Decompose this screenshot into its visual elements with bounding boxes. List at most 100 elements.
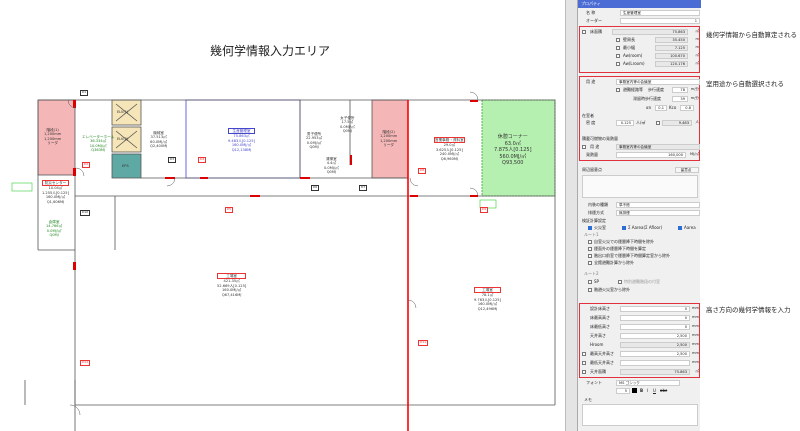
fuel-use-select[interactable]: 事務室内等の会議室 <box>616 143 700 150</box>
aarea-checkbox[interactable] <box>678 225 682 230</box>
underline-button[interactable]: U <box>653 388 656 393</box>
route1-checkbox[interactable] <box>588 239 592 244</box>
fire-room-checkbox[interactable] <box>588 225 592 230</box>
heat-input[interactable]: 160,000 <box>616 151 686 158</box>
unit: ㎡ <box>695 61 699 65</box>
height-input[interactable]: 2,500 <box>620 341 690 348</box>
stair-annex-checkbox[interactable] <box>618 279 622 284</box>
min-width-label: 最小幅 <box>623 45 635 50</box>
height-checkbox[interactable] <box>582 351 586 356</box>
walk-speed-input[interactable]: 78 <box>672 86 688 93</box>
door-tag[interactable]: D4 <box>198 157 207 163</box>
name-input[interactable]: 生産管理室 <box>620 9 700 16</box>
order-input[interactable]: 1 <box>620 17 700 24</box>
sp-checkbox[interactable] <box>588 279 592 284</box>
height-input[interactable]: 2,500 <box>620 332 690 339</box>
font-select[interactable]: MS ゴシック <box>616 379 680 386</box>
height-input[interactable]: 0 <box>620 323 690 330</box>
kco-select[interactable]: 0.8 <box>680 104 694 111</box>
door-tag[interactable]: D7 <box>359 185 368 191</box>
floor-area-value: 75.863 <box>612 28 688 35</box>
evac-route-checkbox[interactable] <box>616 87 620 92</box>
room-label-elv2[interactable]: ELV(2) <box>117 137 129 141</box>
order-label: オーダー <box>586 18 602 23</box>
notes-textarea[interactable] <box>582 175 698 198</box>
route1-checkbox[interactable] <box>588 246 592 251</box>
unit: m <box>695 45 699 49</box>
fuel-use-checkbox[interactable] <box>582 144 586 149</box>
people-checkbox[interactable] <box>656 120 660 125</box>
stay-walk-label: 滞留時歩行速度 <box>633 96 661 101</box>
perimeter-checkbox[interactable] <box>616 37 620 42</box>
room-label-elv1[interactable]: ELV(1) <box>117 110 129 114</box>
room-label-eps[interactable]: EPS <box>122 164 129 168</box>
route1-checkbox[interactable] <box>588 253 592 258</box>
door-tag[interactable]: D10 <box>80 210 91 216</box>
notes-button[interactable]: 留意点 <box>675 166 699 173</box>
door-tag[interactable]: D9 <box>480 207 489 213</box>
bold-button[interactable]: B <box>640 388 644 393</box>
height-input[interactable]: 2,500 <box>620 350 690 357</box>
door-tag[interactable]: D2 <box>82 162 91 168</box>
door-tag[interactable]: D6 <box>311 185 320 191</box>
height-input[interactable]: 0 <box>620 305 690 312</box>
density-input[interactable]: 0.125 <box>616 119 634 126</box>
door-tag[interactable]: D1 <box>80 90 89 96</box>
height-input[interactable]: 0 <box>620 314 690 321</box>
geometry-highlight <box>579 26 700 73</box>
memo-textarea[interactable] <box>582 404 698 426</box>
door-tag[interactable]: D3 <box>168 157 177 163</box>
height-label: 床最低高さ <box>590 324 610 329</box>
smoke-select[interactable]: 無排煙 <box>616 209 700 216</box>
unit: mm <box>691 333 699 337</box>
door-tag[interactable]: D12 <box>80 360 91 366</box>
sum-aarea-checkbox[interactable] <box>622 225 626 230</box>
an-input[interactable]: 0.1 <box>655 104 667 111</box>
route1-checkbox[interactable] <box>588 260 592 265</box>
route1-item: 全館避難計算から除外 <box>594 260 634 265</box>
font-color-swatch[interactable] <box>632 388 637 393</box>
calc-label: 検証計算設定 <box>582 218 606 223</box>
panel-header[interactable]: プロパティ <box>578 0 701 8</box>
fuel-use-label: 用 途 <box>590 144 600 149</box>
annotation-usage: 室用途から自動選択される <box>706 80 784 88</box>
min-width-checkbox[interactable] <box>616 45 620 50</box>
panel-side-strip[interactable] <box>566 0 578 431</box>
aw-room-checkbox[interactable] <box>616 53 620 58</box>
height-input[interactable]: 75.863 <box>620 368 690 375</box>
floor-area-checkbox[interactable] <box>582 29 586 34</box>
stay-walk-input[interactable]: 39 <box>672 95 688 102</box>
aw-lroom-checkbox[interactable] <box>616 61 620 66</box>
unit: mm <box>691 324 699 328</box>
door-tag[interactable]: D5 <box>225 207 234 213</box>
font-size-input[interactable]: 5 <box>616 387 630 394</box>
height-input[interactable] <box>620 359 690 366</box>
height-checkbox[interactable] <box>582 369 586 374</box>
height-checkbox[interactable] <box>582 360 586 365</box>
door-tag[interactable]: D11 <box>418 340 429 346</box>
interior-select[interactable]: 準不燃 <box>616 201 700 208</box>
floor-plan-drawing[interactable] <box>0 0 565 431</box>
use-select[interactable]: 事務室内等の会議室 <box>616 78 700 85</box>
height-label: 最低天井高さ <box>590 360 614 365</box>
door-tag[interactable]: D8 <box>418 168 427 174</box>
strike-button[interactable]: abc <box>660 388 668 393</box>
exclude-checkbox[interactable] <box>588 287 592 292</box>
italic-button[interactable]: I <box>647 388 649 393</box>
